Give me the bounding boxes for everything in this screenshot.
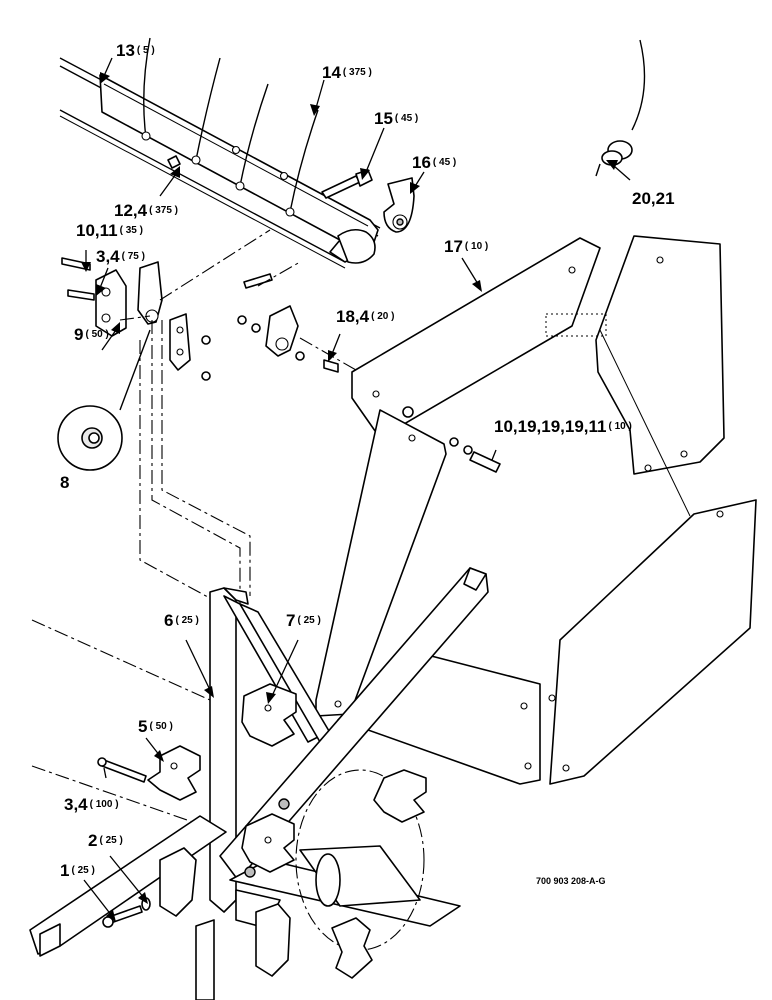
callout-number: 16 xyxy=(412,153,431,172)
callout-5: 5( 50 ) xyxy=(138,717,173,736)
callout-6: 6( 25 ) xyxy=(164,611,199,630)
callout-number: 17 xyxy=(444,237,463,256)
callout-2: 2( 25 ) xyxy=(88,831,123,850)
drive-hub xyxy=(295,769,425,951)
callout-number: 15 xyxy=(374,109,393,128)
callout-10-19-11: 10,19,19,19,11( 10 ) xyxy=(494,417,632,436)
callout-8: 8 xyxy=(60,473,69,492)
callout-number: 3,4 xyxy=(64,795,88,814)
svg-text:20,21: 20,21 xyxy=(632,189,675,208)
svg-text:5( 50 ): 5( 50 ) xyxy=(138,717,173,736)
callout-number: 10,11 xyxy=(76,221,118,240)
drawing-code: 700 903 208-A-G xyxy=(536,876,606,886)
svg-text:10,11( 35 ): 10,11( 35 ) xyxy=(76,221,143,240)
svg-text:14( 375 ): 14( 375 ) xyxy=(322,63,372,82)
svg-text:15( 45 ): 15( 45 ) xyxy=(374,109,418,128)
bearing-bracket-left xyxy=(61,257,211,381)
callout-quantity: ( 375 ) xyxy=(149,205,178,216)
callout-number: 1 xyxy=(60,861,69,880)
callout-number: 18,4 xyxy=(336,307,370,326)
callout-number: 8 xyxy=(60,473,69,492)
callout-quantity: ( 25 ) xyxy=(99,835,122,846)
svg-text:17( 10 ): 17( 10 ) xyxy=(444,237,488,256)
callout-quantity: ( 25 ) xyxy=(297,615,320,626)
callout-7: 7( 25 ) xyxy=(286,611,321,630)
svg-text:3,4( 100 ): 3,4( 100 ) xyxy=(64,795,119,814)
svg-text:8: 8 xyxy=(60,473,69,492)
callout-10-11: 10,11( 35 ) xyxy=(76,221,143,240)
callout-number: 20,21 xyxy=(632,189,675,208)
callout-quantity: ( 20 ) xyxy=(371,311,394,322)
callout-number: 6 xyxy=(164,611,173,630)
callout-12-4: 12,4( 375 ) xyxy=(114,201,178,220)
callout-number: 7 xyxy=(286,611,295,630)
callout-3-4-upper: 3,4( 75 ) xyxy=(96,247,145,266)
callout-quantity: ( 45 ) xyxy=(395,113,418,124)
reel-tube-assembly xyxy=(59,37,381,269)
spring-clip-20-21 xyxy=(595,39,646,177)
bolt-15 xyxy=(321,169,373,199)
shield-panel-17 xyxy=(351,237,601,439)
bearing-bracket-right xyxy=(237,273,339,373)
leader-lines xyxy=(81,57,631,922)
svg-text:3,4( 75 ): 3,4( 75 ) xyxy=(96,247,145,266)
hardware-stack xyxy=(402,406,501,473)
callout-3-4-lower: 3,4( 100 ) xyxy=(64,795,119,814)
svg-text:9( 50 ): 9( 50 ) xyxy=(74,325,109,344)
callout-quantity: ( 75 ) xyxy=(122,251,145,262)
callout-17: 17( 10 ) xyxy=(444,237,488,256)
callout-number: 9 xyxy=(74,325,83,344)
svg-text:18,4( 20 ): 18,4( 20 ) xyxy=(336,307,394,326)
callout-quantity: ( 100 ) xyxy=(90,799,119,810)
svg-text:7( 25 ): 7( 25 ) xyxy=(286,611,321,630)
svg-text:2( 25 ): 2( 25 ) xyxy=(88,831,123,850)
shield-panel-right-upper xyxy=(545,235,725,475)
callout-quantity: ( 375 ) xyxy=(343,67,372,78)
shield-panel-right-lower xyxy=(548,499,757,785)
svg-text:12,4( 375 ): 12,4( 375 ) xyxy=(114,201,178,220)
callout-quantity: ( 35 ) xyxy=(120,225,143,236)
callout-number: 12,4 xyxy=(114,201,148,220)
svg-text:10,19,19,19,11( 10 ): 10,19,19,19,11( 10 ) xyxy=(494,417,632,436)
callout-20-21: 20,21 xyxy=(632,189,675,208)
callout-1: 1( 25 ) xyxy=(60,861,95,880)
callout-18-4: 18,4( 20 ) xyxy=(336,307,394,326)
callout-quantity: ( 5 ) xyxy=(137,45,155,56)
assembly-guide-lines xyxy=(31,229,691,829)
callout-quantity: ( 10 ) xyxy=(609,421,632,432)
callout-quantity: ( 45 ) xyxy=(433,157,456,168)
callout-13: 13( 5 ) xyxy=(116,41,155,60)
svg-text:16( 45 ): 16( 45 ) xyxy=(412,153,456,172)
callout-quantity: ( 25 ) xyxy=(175,615,198,626)
bearing-detail-8 xyxy=(57,329,151,471)
callout-quantity: ( 50 ) xyxy=(149,721,172,732)
callout-14: 14( 375 ) xyxy=(322,63,372,82)
callout-number: 5 xyxy=(138,717,147,736)
callout-number: 2 xyxy=(88,831,97,850)
callout-number: 13 xyxy=(116,41,135,60)
svg-text:1( 25 ): 1( 25 ) xyxy=(60,861,95,880)
svg-text:6( 25 ): 6( 25 ) xyxy=(164,611,199,630)
callout-9: 9( 50 ) xyxy=(74,325,109,344)
mounting-plates xyxy=(147,683,427,979)
callout-16: 16( 45 ) xyxy=(412,153,456,172)
callout-quantity: ( 25 ) xyxy=(71,865,94,876)
callout-quantity: ( 50 ) xyxy=(85,329,108,340)
callout-number: 3,4 xyxy=(96,247,120,266)
svg-text:13( 5 ): 13( 5 ) xyxy=(116,41,155,60)
callout-quantity: ( 10 ) xyxy=(465,241,488,252)
callout-number: 14 xyxy=(322,63,341,82)
callout-15: 15( 45 ) xyxy=(374,109,418,128)
tine-bracket-16 xyxy=(383,177,415,233)
callout-number: 10,19,19,19,11 xyxy=(494,417,607,436)
